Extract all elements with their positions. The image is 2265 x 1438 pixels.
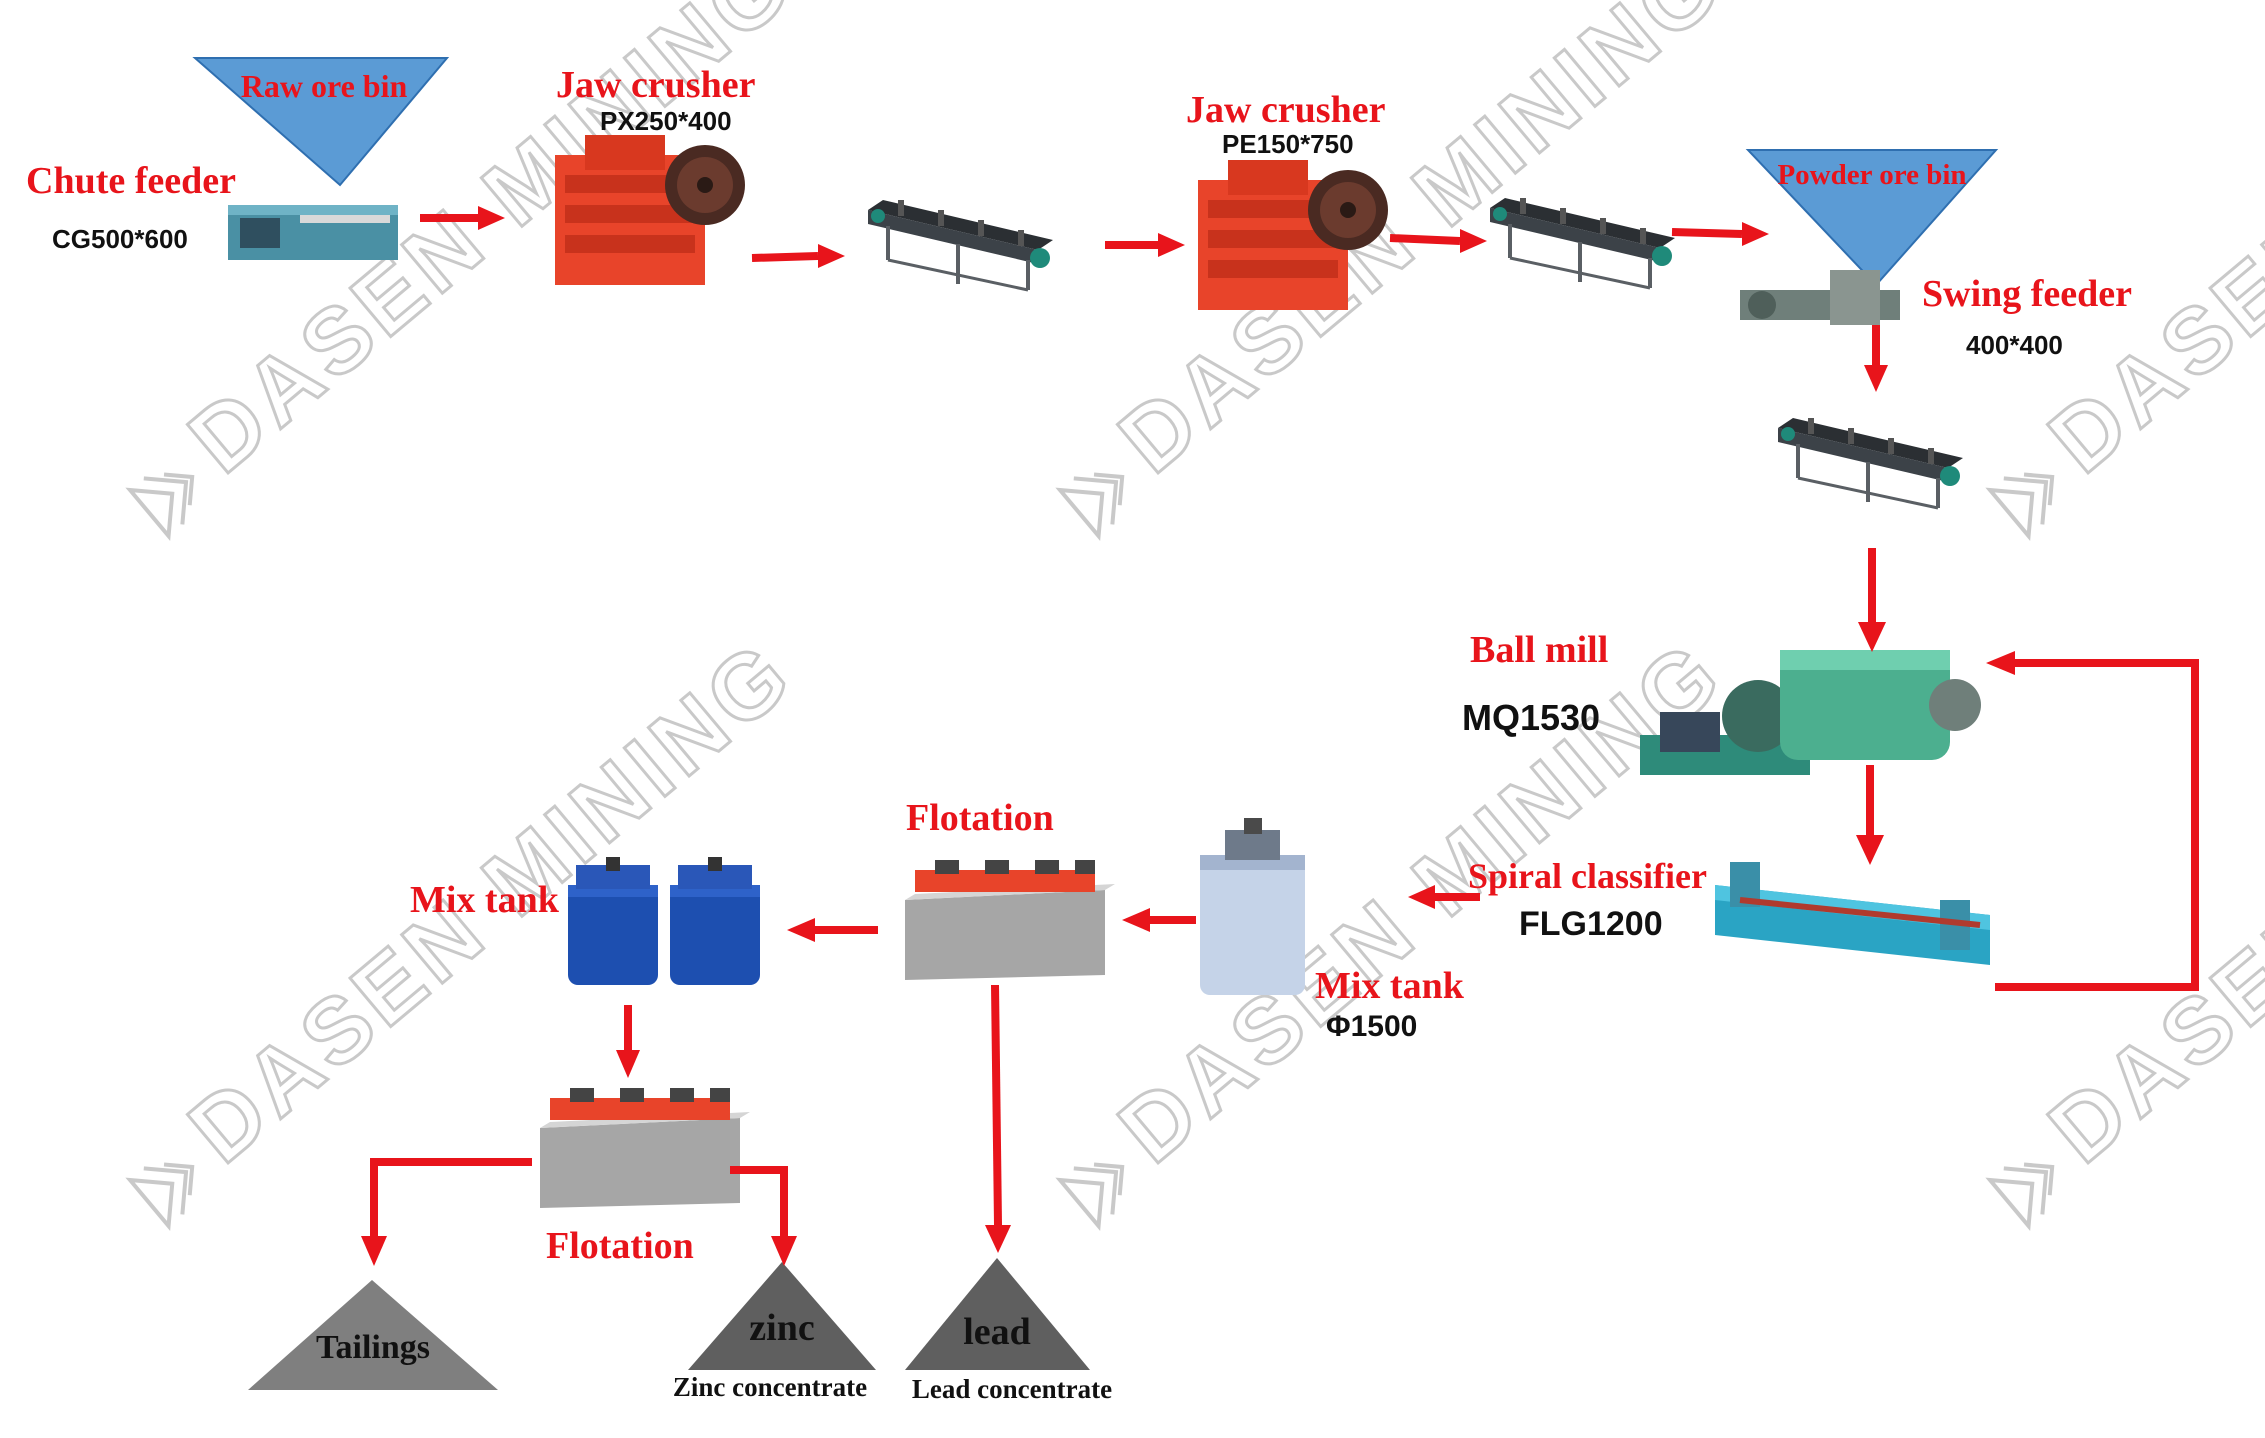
tailings-product: Tailings [248, 1280, 498, 1390]
raw-ore-bin: Raw ore bin [192, 57, 450, 187]
chute-feeder-machine [228, 205, 398, 260]
lead-product: lead Lead concentrate [905, 1258, 1112, 1404]
flow-arrows [361, 206, 2199, 1266]
powder-ore-bin: Powder ore bin [1745, 149, 1999, 287]
flotation-2-label: Flotation [546, 1225, 694, 1267]
flow-arrow [1105, 233, 1185, 257]
jaw-crusher-1-label: Jaw crusher [556, 64, 756, 106]
powder-ore-bin-hopper [1745, 149, 1999, 287]
ball-mill-label: Ball mill [1470, 629, 1608, 671]
dasen-logo-icon [128, 452, 214, 538]
mix-tank-1-label: Mix tank [1315, 965, 1465, 1007]
chute-feeder-label: Chute feeder [26, 160, 236, 202]
mix-tank-1-model: Φ1500 [1326, 1010, 1417, 1043]
belt-conveyor-2 [1488, 196, 1677, 290]
jaw-crusher-1: Jaw crusher PX250*400 [555, 64, 756, 285]
mix-tank-2: Mix tank [410, 857, 760, 985]
ball-mill-model: MQ1530 [1462, 697, 1600, 738]
watermark-text: DASEN MINING [2031, 0, 2265, 492]
ball-mill-machine [1640, 650, 1981, 775]
flotation-1-label: Flotation [906, 797, 1054, 839]
mix-tank-2-label: Mix tank [410, 879, 560, 921]
jaw-crusher-1-machine [555, 135, 745, 285]
swing-feeder-machine [1740, 270, 1900, 325]
flow-arrow [730, 1166, 797, 1266]
watermark-text: DASEN MINING [2031, 621, 2265, 1182]
spiral-classifier-model: FLG1200 [1519, 905, 1663, 943]
flotation-1: Flotation [905, 797, 1115, 980]
powder-ore-bin-label: Powder ore bin [1777, 159, 1966, 191]
flow-arrow [1408, 885, 1480, 909]
dasen-logo-icon [1988, 1142, 2074, 1228]
belt-conveyor-3 [1776, 416, 1965, 510]
flow-arrow [616, 1005, 640, 1078]
flow-arrow [1864, 325, 1888, 392]
watermark-6: DASEN MINING [1988, 619, 2265, 1228]
lead-caption: Lead concentrate [912, 1374, 1112, 1404]
flotation-1-machine [905, 860, 1115, 980]
spiral-classifier-machine [1715, 862, 1990, 965]
flotation-2-machine [540, 1088, 750, 1208]
zinc-caption: Zinc concentrate [673, 1372, 867, 1402]
flow-arrow [751, 244, 845, 268]
zinc-label: zinc [749, 1307, 814, 1349]
flow-arrow [1858, 548, 1886, 652]
lead-label: lead [963, 1311, 1031, 1353]
return-loop-arrow [1986, 651, 2199, 991]
flow-arrow [1671, 222, 1769, 246]
jaw-crusher-1-model: PX250*400 [600, 106, 732, 136]
lead-pile [905, 1258, 1090, 1370]
mix-tank-2-machine-a [568, 857, 658, 985]
swing-feeder: Swing feeder 400*400 [1740, 270, 2132, 360]
flotation-2: Flotation [540, 1088, 750, 1267]
zinc-product: zinc Zinc concentrate [673, 1262, 876, 1402]
mix-tank-1: Mix tank Φ1500 [1200, 818, 1465, 1043]
watermark-3: DASEN MINING [1988, 0, 2265, 538]
flow-arrow [1856, 765, 1884, 865]
zinc-pile [688, 1262, 876, 1370]
tailings-pile [248, 1280, 498, 1390]
dasen-logo-icon [1058, 1142, 1144, 1228]
chute-feeder: Chute feeder CG500*600 [26, 160, 398, 260]
flow-arrow [420, 206, 505, 230]
flow-arrow [1389, 229, 1487, 253]
raw-ore-bin-label: Raw ore bin [241, 68, 408, 104]
dasen-logo-icon [1988, 452, 2074, 538]
dasen-logo-icon [128, 1142, 214, 1228]
jaw-crusher-2: Jaw crusher PE150*750 [1186, 89, 1388, 310]
mix-tank-2-machine-b [670, 857, 760, 985]
tailings-label: Tailings [316, 1329, 430, 1366]
jaw-crusher-2-label: Jaw crusher [1186, 89, 1386, 131]
raw-ore-bin-hopper [192, 57, 450, 187]
chute-feeder-model: CG500*600 [52, 224, 188, 254]
flow-arrow [985, 984, 1011, 1253]
flow-arrow [1122, 908, 1196, 932]
spiral-classifier-label: Spiral classifier [1468, 856, 1707, 896]
flow-arrow [787, 918, 878, 942]
dasen-logo-icon [1058, 452, 1144, 538]
mix-tank-1-machine [1200, 818, 1305, 995]
spiral-classifier: Spiral classifier FLG1200 [1468, 856, 1990, 965]
belt-conveyor-1 [866, 198, 1055, 292]
swing-feeder-label: Swing feeder [1922, 273, 2132, 315]
flow-arrow [361, 1158, 532, 1266]
watermark-2: DASEN MINING [1058, 0, 1744, 538]
swing-feeder-model: 400*400 [1966, 330, 2063, 360]
jaw-crusher-2-model: PE150*750 [1222, 129, 1354, 159]
ball-mill: Ball mill MQ1530 [1462, 629, 1981, 775]
